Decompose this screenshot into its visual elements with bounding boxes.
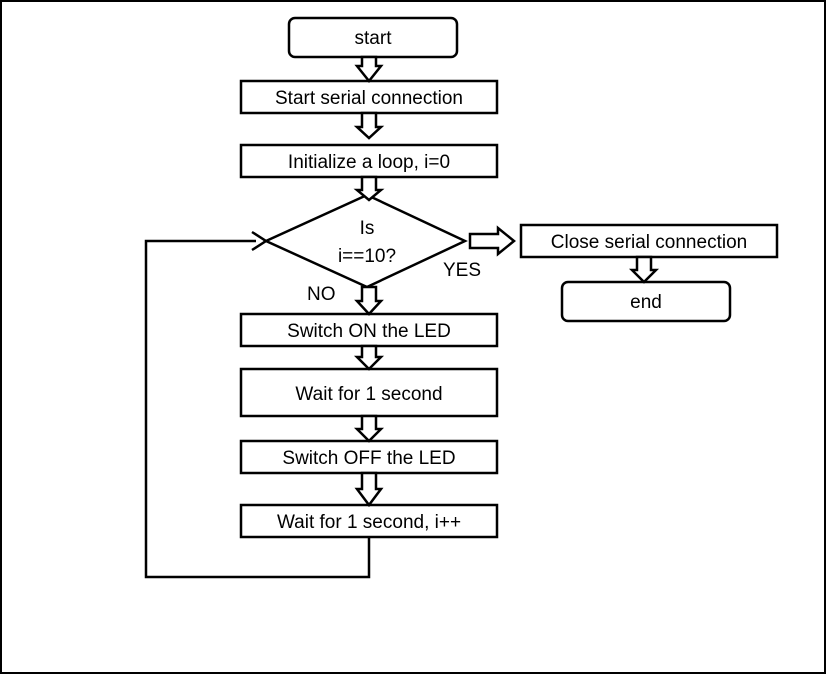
arrow-start-to-serial [354,55,384,84]
arrow-on-to-wait1 [353,344,385,371]
arrow-serial-to-init [353,111,385,140]
switch-on-label: Switch ON the LED [287,321,451,342]
end-label: end [630,292,662,313]
close-serial-node: Close serial connection [519,223,779,259]
yes-branch-label: YES [443,260,481,281]
arrow-decision-to-close [468,225,516,257]
start-label: start [355,28,393,49]
arrow-wait1-to-off [353,414,385,443]
wait-2-label: Wait for 1 second, i++ [277,512,461,533]
start-serial-label: Start serial connection [275,88,463,109]
wait-1-node: Wait for 1 second [239,367,499,418]
loop-back-connector [144,239,371,579]
decision-label-line2: i==10? [338,246,396,267]
switch-off-node: Switch OFF the LED [239,439,499,475]
wait-1-label: Wait for 1 second [295,384,442,405]
init-loop-node: Initialize a loop, i=0 [239,143,499,179]
arrow-close-to-end [628,255,660,284]
start-serial-node: Start serial connection [239,79,499,115]
wait-2-node: Wait for 1 second, i++ [239,503,499,539]
decision-label-line1: Is [360,218,375,239]
arrow-init-to-decision [353,175,385,202]
arrow-decision-to-on [354,285,384,316]
arrow-off-to-wait2 [354,471,384,508]
end-node: end [560,280,732,323]
no-branch-label: NO [307,284,336,305]
switch-off-label: Switch OFF the LED [282,448,455,469]
init-loop-label: Initialize a loop, i=0 [288,152,450,173]
start-node: start [287,16,459,59]
switch-on-node: Switch ON the LED [239,312,499,348]
close-serial-label: Close serial connection [551,232,747,253]
